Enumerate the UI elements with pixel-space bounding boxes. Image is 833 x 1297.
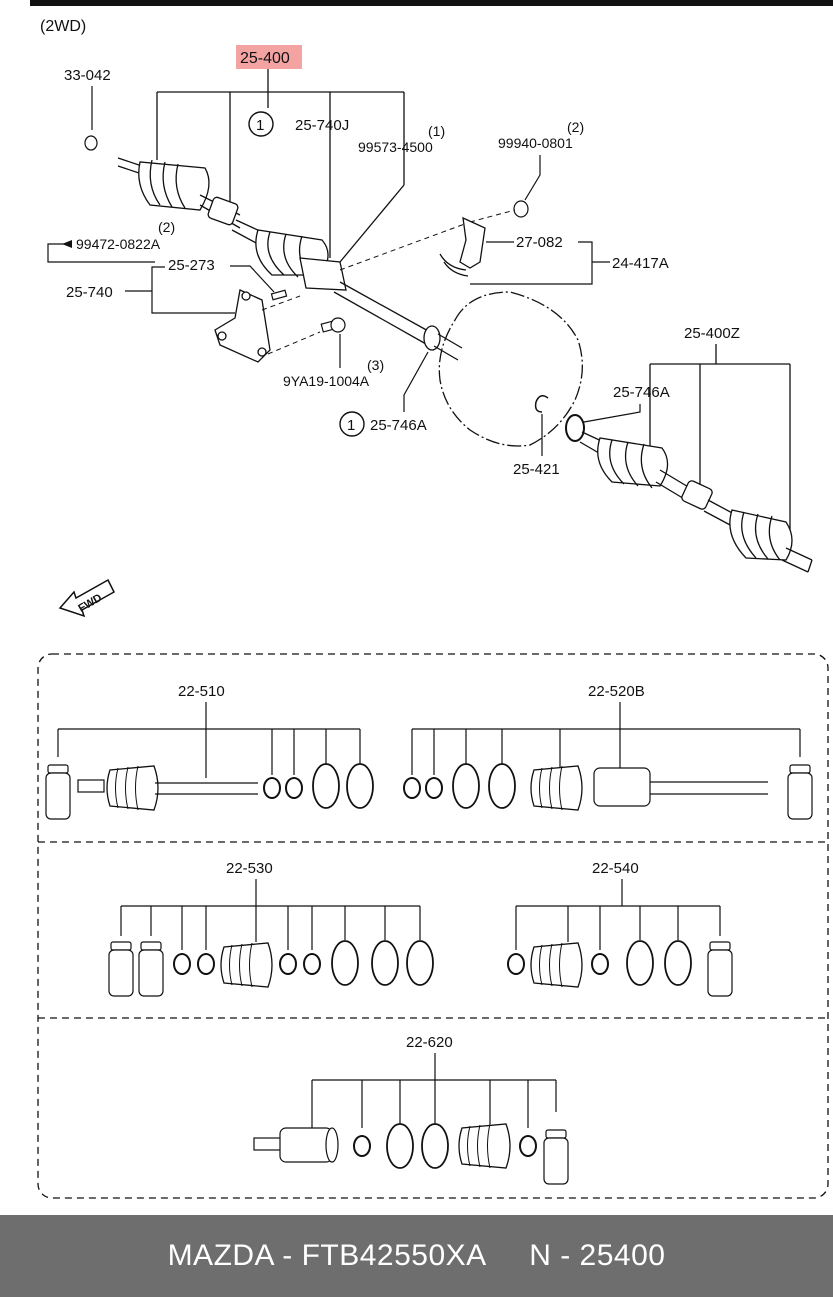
kit-label-22-510[interactable]: 22-510 [178, 683, 225, 700]
note-2-a: (2) [567, 119, 584, 135]
bolt-9YA19 [320, 317, 346, 333]
leader-25-746A-left [403, 351, 429, 412]
bracket-24-417A [439, 216, 486, 277]
kit-22-540: 22-540 [507, 860, 733, 997]
centerline-upper [339, 221, 471, 271]
highlight-box [236, 45, 302, 69]
leader-lines-25-400 [156, 69, 405, 263]
transmission-case [438, 291, 583, 447]
kit-22-510: 22-510 [45, 683, 374, 820]
callout-25-400Z[interactable]: 25-400Z [684, 325, 740, 342]
note-2-b: (2) [158, 219, 175, 235]
kit-label-22-540[interactable]: 22-540 [592, 860, 639, 877]
right-driveshaft [579, 431, 813, 573]
footer-bar: MAZDA - FTB42550XA N - 25400 [0, 1215, 833, 1297]
leader-25-273 [230, 265, 275, 293]
callout-99573-4500[interactable]: 99573-4500 [358, 139, 433, 155]
ref-circle-1-bottom [339, 411, 365, 437]
leader-99940 [524, 155, 541, 201]
callout-9YA19-1004A[interactable]: 9YA19-1004A [283, 373, 370, 389]
callout-25-746A-right[interactable]: 25-746A [613, 384, 670, 401]
drive-type-label: (2WD) [40, 18, 86, 35]
circlip-25-421 [534, 395, 549, 413]
oil-seal-25-746A [565, 414, 585, 442]
bearing-support [214, 289, 271, 363]
leader-24-417A [470, 241, 593, 285]
leader-25-740-b [151, 291, 235, 314]
callout-24-417A[interactable]: 24-417A [612, 255, 669, 272]
callout-25-740J[interactable]: 25-740J [295, 117, 349, 134]
note-3: (3) [367, 357, 384, 373]
kit-label-22-620[interactable]: 22-620 [406, 1034, 453, 1051]
kit-22-620: 22-620 [253, 1034, 569, 1185]
footer-part-number: MAZDA - FTB42550XA N - 25400 [167, 1239, 666, 1272]
bolt-25-273 [270, 289, 288, 301]
ref-number-1-top: 1 [256, 117, 264, 134]
left-driveshaft [117, 157, 463, 361]
leader-25-740 [125, 266, 165, 292]
kits-frame [37, 653, 829, 1199]
arrow-99472 [62, 240, 72, 248]
callout-25-740[interactable]: 25-740 [66, 284, 113, 301]
ref-circle-1-top [248, 111, 274, 137]
centerline-9YA19 [267, 331, 321, 355]
nut-99940 [513, 200, 529, 218]
washer-33-042 [84, 135, 98, 151]
centerline-99940 [469, 209, 516, 223]
callout-25-400[interactable]: 25-400 [240, 50, 290, 67]
fwd-arrow: FWD [58, 578, 115, 618]
note-1-a: (1) [428, 123, 445, 139]
kit-label-22-520B[interactable]: 22-520B [588, 683, 645, 700]
ref-number-1-bottom: 1 [347, 417, 355, 434]
leader-99472 [47, 243, 155, 263]
callout-99940-0801[interactable]: 99940-0801 [498, 135, 573, 151]
callout-33-042[interactable]: 33-042 [64, 67, 111, 84]
top-border [30, 0, 833, 6]
callout-27-082[interactable]: 27-082 [516, 234, 563, 251]
centerline-bolt [261, 295, 301, 311]
callout-25-273[interactable]: 25-273 [168, 257, 215, 274]
kit-label-22-530[interactable]: 22-530 [226, 860, 273, 877]
callout-25-421[interactable]: 25-421 [513, 461, 560, 478]
parts-diagram: (2WD) 25-400 1 33-042 25-740J (1) 99573-… [37, 18, 829, 1199]
callout-25-746A-left[interactable]: 25-746A [370, 417, 427, 434]
callout-99472-0822A[interactable]: 99472-0822A [76, 236, 161, 252]
kit-22-520B: 22-520B [403, 683, 813, 820]
leader-lines-25-400Z [649, 344, 791, 530]
leader-25-746A-right [583, 404, 641, 423]
kit-22-530: 22-530 [108, 860, 434, 997]
